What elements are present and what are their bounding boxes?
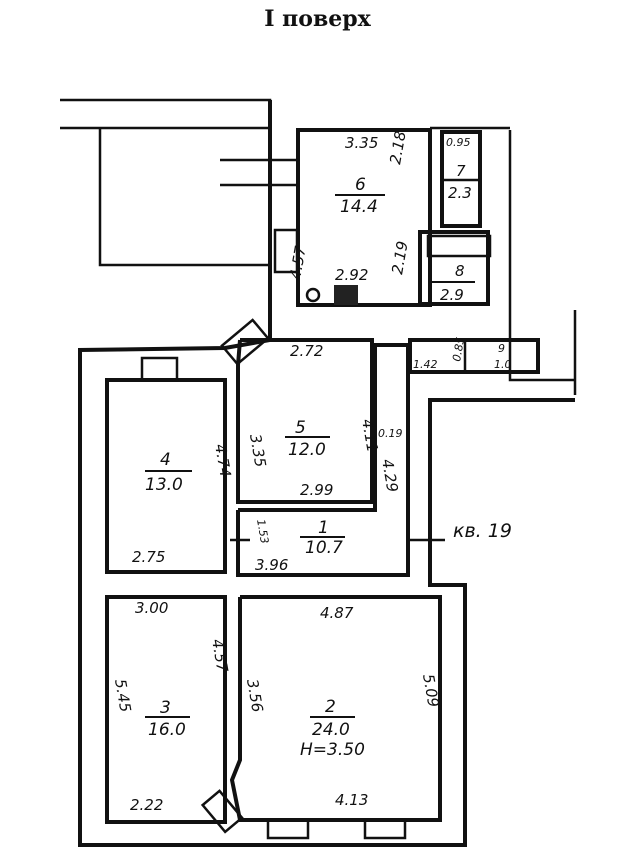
dimension: 3.96	[255, 556, 288, 574]
room-area: 1.0	[494, 358, 512, 371]
apartment-label: кв. 19	[453, 520, 512, 542]
walls	[60, 98, 577, 847]
room-8: 8 2.9	[430, 262, 475, 304]
dimension: 2.72	[290, 342, 323, 360]
room-2: 2 24.0 H=3.50 4.87 3.56 5.09 4.13	[243, 604, 443, 809]
dimension: 2.22	[130, 796, 163, 814]
dimension: 0.85	[450, 336, 467, 362]
dimension: 3.56	[243, 678, 267, 714]
room-number: 3	[160, 698, 171, 718]
dimension: 3.35	[345, 134, 378, 152]
room-6: 6 14.4 3.35 2.18 4.57 2.92 2.19	[286, 130, 412, 284]
dimension: 1.42	[413, 358, 438, 371]
room-9: 1.42 0.85 9 1.0	[413, 336, 512, 371]
room-area: 2.3	[448, 184, 472, 202]
room-number: 6	[355, 175, 366, 195]
dimension: 1.53	[254, 518, 271, 544]
dimension: 0.19	[378, 427, 403, 440]
room-number: 1	[318, 518, 329, 538]
room-area: 14.4	[340, 197, 378, 217]
dimension: 3.35	[246, 433, 270, 469]
floor-title: I поверх	[264, 6, 371, 32]
room-area: 2.9	[440, 286, 464, 304]
dimension: 2.99	[300, 481, 333, 499]
room-area: 10.7	[305, 538, 343, 558]
room-number: 8	[455, 262, 465, 280]
dimension: 5.09	[419, 673, 443, 709]
dimension: 2.18	[386, 130, 410, 166]
ceiling-height: H=3.50	[300, 740, 365, 760]
dimension: 5.45	[111, 678, 135, 714]
dimension: 3.00	[135, 599, 168, 617]
room-number: 7	[456, 162, 466, 180]
room-number: 2	[325, 697, 336, 717]
dimension: 2.92	[335, 266, 368, 284]
dimension: 2.19	[388, 240, 412, 276]
dimension: 4.29	[378, 458, 402, 494]
room-area: 13.0	[145, 475, 183, 495]
dimension: 4.57	[208, 638, 232, 674]
room-5: 5 12.0 2.72 3.35 4.11 2.99 0.19 4.29	[246, 342, 402, 499]
room-number: 4	[160, 450, 171, 470]
dimension: 2.75	[132, 548, 165, 566]
room-number: 9	[498, 342, 505, 355]
room-area: 12.0	[288, 440, 326, 460]
dimension: 4.11	[358, 418, 382, 454]
dimension: 4.74	[211, 443, 235, 479]
room-3: 3 16.0 3.00 5.45 4.57 2.22	[111, 599, 232, 814]
room-number: 5	[295, 418, 306, 438]
dimension: 0.95	[446, 136, 471, 149]
room-area: 16.0	[148, 720, 186, 740]
dimension: 4.57	[286, 244, 310, 280]
dimension: 4.87	[320, 604, 354, 622]
room-7: 0.95 7 2.3	[446, 136, 472, 202]
room-area: 24.0	[312, 720, 350, 740]
dimension: 4.13	[335, 791, 368, 809]
room-1: 1 10.7 1.53 3.96	[254, 518, 345, 574]
room-4: 4 13.0 4.74 2.75	[132, 443, 235, 566]
